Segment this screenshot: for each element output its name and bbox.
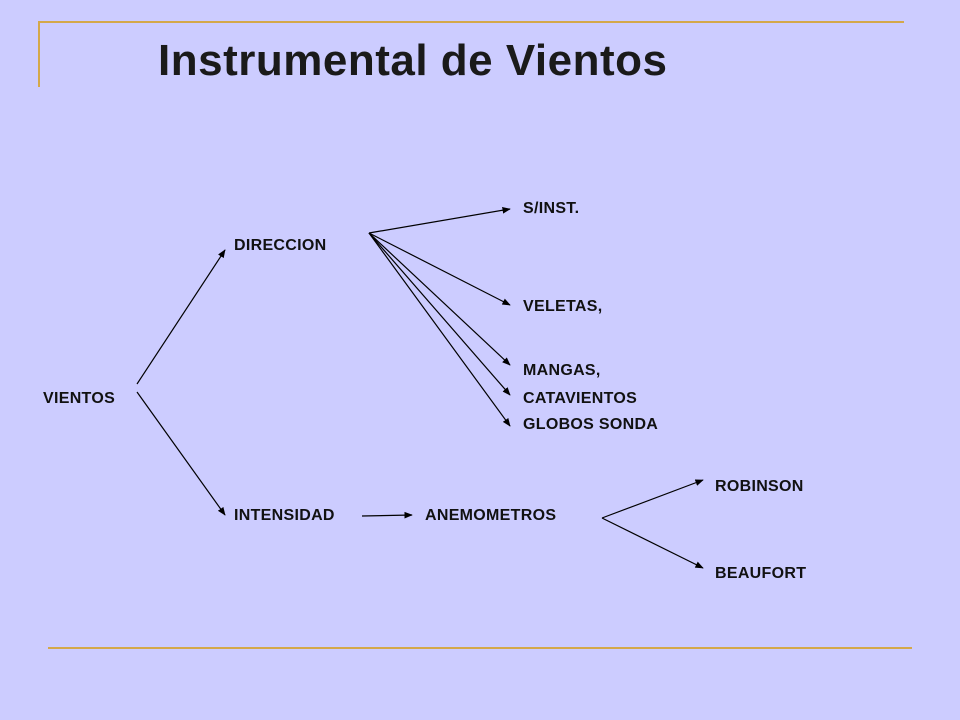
arrow-direccion-sinst [368, 206, 511, 234]
arrow-vientos-intensidad [136, 391, 226, 516]
node-intensidad: INTENSIDAD [234, 507, 335, 524]
arrow-vientos-direccion [136, 249, 226, 385]
arrow-intensidad-anemometros [361, 511, 413, 519]
bottom-rule [48, 647, 912, 649]
arrow-anemometros-beaufort [601, 517, 704, 569]
node-catavientos: CATAVIENTOS [523, 390, 638, 407]
slide-title: Instrumental de Vientos [158, 36, 668, 85]
node-vientos: VIENTOS [43, 390, 116, 407]
top-rule [38, 21, 904, 23]
node-direccion: DIRECCION [234, 237, 327, 254]
node-veletas: VELETAS, [523, 298, 603, 315]
node-mangas: MANGAS, [523, 362, 601, 379]
arrow-direccion-catavientos [368, 232, 511, 396]
left-rule [38, 21, 40, 87]
arrow-direccion-mangas [368, 232, 511, 366]
node-globos-sonda: GLOBOS SONDA [523, 416, 659, 433]
node-robinson: ROBINSON [715, 478, 804, 495]
arrow-direccion-globos [368, 232, 511, 427]
arrow-direccion-veletas [368, 232, 511, 306]
node-beaufort: BEAUFORT [715, 565, 807, 582]
arrow-anemometros-robinson [601, 479, 704, 519]
node-sinst: S/INST. [523, 200, 580, 217]
node-anemometros: ANEMOMETROS [425, 507, 557, 524]
